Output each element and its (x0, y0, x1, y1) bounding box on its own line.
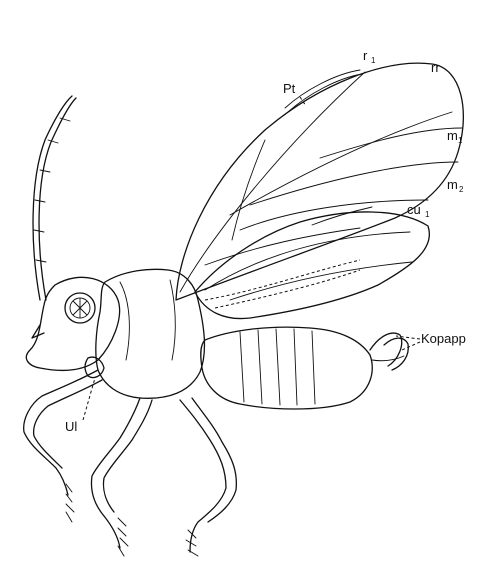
label-rr: rr (431, 60, 440, 75)
label-r1-base: r (363, 48, 368, 63)
hindwing (195, 207, 429, 319)
label-m1-base: m (447, 128, 458, 143)
copulatory-appendages (370, 333, 408, 370)
label-ul-text: Ul (65, 419, 77, 434)
label-cu1: cu 1 (407, 202, 430, 219)
label-m2: m 2 (447, 177, 464, 194)
label-r1: r 1 (363, 48, 376, 65)
label-m1-sub: 1 (458, 136, 463, 145)
head (26, 277, 119, 370)
thorax (96, 269, 205, 398)
antenna (33, 96, 76, 300)
label-kopapp-text: Kopapp (421, 331, 466, 346)
label-kopapp: Kopapp (396, 331, 466, 350)
label-m1: m 1 (447, 128, 463, 145)
label-m2-base: m (447, 177, 458, 192)
abdomen (201, 327, 372, 409)
foreleg (24, 357, 104, 522)
forewing (176, 63, 463, 300)
label-pt-text: Pt (283, 81, 296, 96)
label-cu1-base: cu (407, 202, 421, 217)
midleg (92, 398, 153, 556)
label-cu1-sub: 1 (425, 210, 430, 219)
hindleg (180, 398, 236, 556)
label-r1-sub: 1 (371, 56, 376, 65)
label-m2-sub: 2 (459, 185, 464, 194)
label-rr-text: rr (431, 60, 440, 75)
